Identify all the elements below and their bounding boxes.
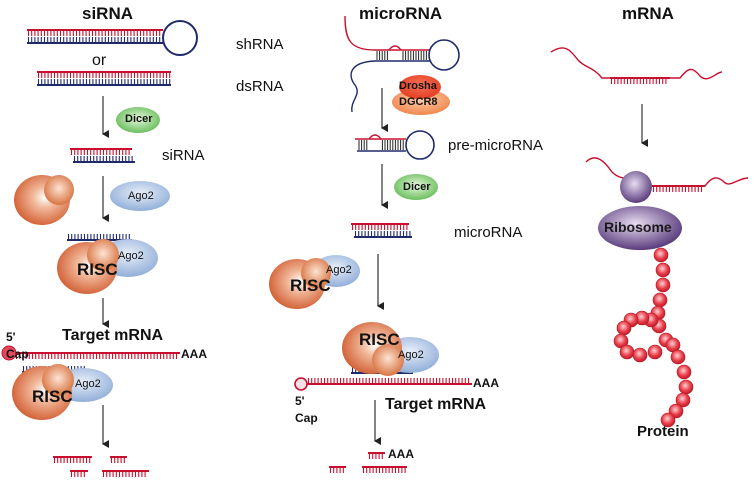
mrna-fragment <box>362 466 407 473</box>
ago2-risc-label: Ago2 <box>118 250 144 262</box>
amino-acid-bead <box>655 277 671 293</box>
risc-ago2-complex <box>57 239 158 294</box>
amino-acid-bead <box>655 262 671 278</box>
mrna-fragment <box>329 466 346 473</box>
mirna-ago2-bound-label: Ago2 <box>398 349 424 361</box>
target-mrna-label: Target mRNA <box>62 327 164 344</box>
sense-strand <box>70 148 132 155</box>
sirna-column-title: siRNA <box>82 4 134 23</box>
pri-microrna-hairpin <box>344 15 460 113</box>
mrna-fragment <box>102 470 149 477</box>
amino-acid-bead <box>676 364 692 380</box>
dicer-mirna-label: Dicer <box>403 181 431 193</box>
amino-acid-bead <box>647 344 663 360</box>
drosha-label: Drosha <box>399 80 437 92</box>
or-label: or <box>92 52 107 69</box>
antisense-strand <box>37 79 171 86</box>
five-prime-cap-icon-mirna <box>294 377 308 391</box>
protein-chain <box>613 247 694 428</box>
mrna-fragment <box>70 470 88 477</box>
ago2-bound-label: Ago2 <box>75 378 101 390</box>
dicer-enzyme-mirna <box>394 174 438 200</box>
antisense-strand <box>27 37 163 44</box>
polya-label: AAA <box>181 347 207 361</box>
five-prime-cap-icon <box>1 345 17 361</box>
ribosome <box>598 171 682 250</box>
risc-bound-label: RISC <box>32 387 73 406</box>
amino-acid-bead <box>670 349 686 365</box>
mrna-coding-region-ribosome <box>652 185 705 192</box>
mirna-target-mrna-strand <box>307 378 472 385</box>
mirna-risc-label: RISC <box>290 276 331 295</box>
microrna-column-title: microRNA <box>359 4 443 23</box>
ago2-free-label: Ago2 <box>128 190 154 202</box>
antisense-strand <box>73 156 135 163</box>
risc-label: RISC <box>77 260 118 279</box>
mrna-fragment <box>110 456 127 463</box>
mirna-five-prime-label: 5' <box>295 394 305 408</box>
pre-microrna-label: pre-microRNA <box>448 137 544 154</box>
amino-acid-bead <box>652 292 668 308</box>
dicer-enzyme <box>116 107 160 133</box>
ago2-protein-free <box>110 181 170 211</box>
cap-label: Cap <box>6 347 29 361</box>
mrna-strand-3prime <box>653 177 749 187</box>
five-prime-label: 5' <box>6 330 16 344</box>
risc-bound-complex <box>12 364 113 420</box>
mrna-strand <box>550 47 723 80</box>
shrna-stem <box>27 29 163 44</box>
pre-microrna-hairpin <box>355 130 435 160</box>
sense-strand <box>37 71 171 78</box>
amino-acid-bead <box>675 392 691 408</box>
mirna-risc-bound-label: RISC <box>359 330 400 349</box>
risc-guide-strand <box>67 234 132 241</box>
shrna-loop <box>162 20 198 56</box>
mirna-cap-label: Cap <box>295 411 318 425</box>
amino-acid-bead <box>660 412 676 428</box>
amino-acid-bead <box>653 247 669 263</box>
mrna-column-title: mRNA <box>622 4 674 23</box>
mrna-fragment <box>368 452 385 459</box>
dgcr8-label: DGCR8 <box>399 96 438 108</box>
dsrna-duplex <box>37 71 171 86</box>
ribosome-label: Ribosome <box>604 219 672 235</box>
microrna-duplex <box>351 223 412 238</box>
microrna-product-label: microRNA <box>454 224 523 241</box>
dsrna-label: dsRNA <box>236 78 284 95</box>
mirna-target-mrna-label: Target mRNA <box>385 396 487 413</box>
antisense-strand <box>354 231 412 238</box>
mirna-ago2-label: Ago2 <box>326 264 352 276</box>
mrna-fragment <box>53 456 92 463</box>
mirna-risc-free <box>269 255 360 309</box>
amino-acid-bead <box>678 379 694 395</box>
shrna-label: shRNA <box>236 36 284 53</box>
sirna-duplex <box>70 148 135 163</box>
drosha-protein <box>399 75 441 99</box>
sense-strand <box>351 223 409 230</box>
amino-acid-bead <box>632 347 648 363</box>
mirna-polya-label: AAA <box>473 376 499 390</box>
sirna-product-label: siRNA <box>162 147 205 164</box>
mirna-risc-bound <box>342 322 439 376</box>
sense-strand <box>27 29 163 36</box>
risc-complex-free <box>14 175 74 225</box>
protein-label: Protein <box>637 423 689 440</box>
dicer-label: Dicer <box>125 113 153 125</box>
amino-acid-bead <box>616 320 632 336</box>
amino-acid-bead <box>619 344 635 360</box>
mirna-fragment-polya-label: AAA <box>388 447 414 461</box>
target-mrna-strand <box>15 352 180 359</box>
mrna-coding-region <box>610 77 670 84</box>
